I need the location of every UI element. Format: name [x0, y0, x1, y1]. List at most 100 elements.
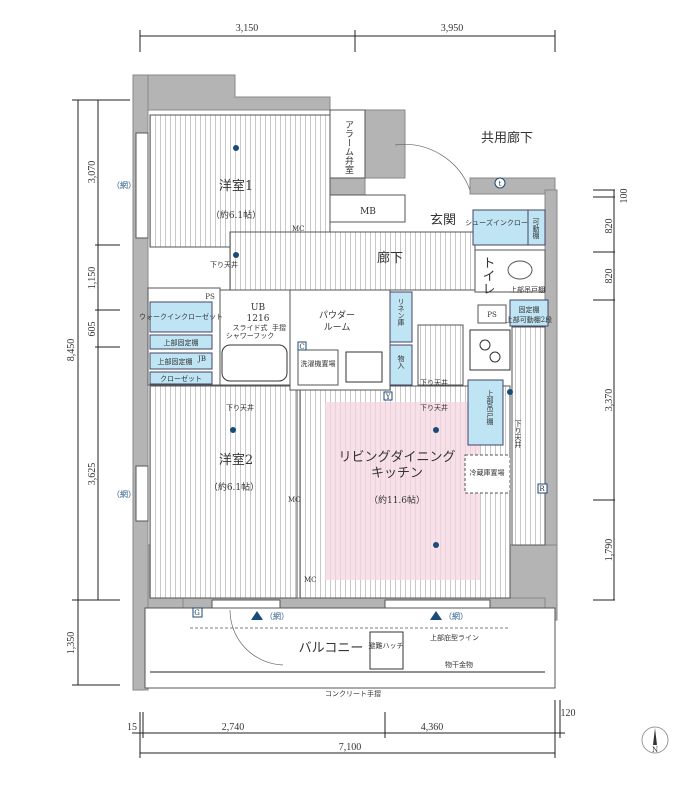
dim-left-4: 3,625 — [87, 463, 98, 486]
t-mark — [494, 177, 506, 189]
toilet-icon — [507, 260, 533, 280]
western1-size: （約6.1帖） — [211, 209, 261, 221]
net-label-1: （網） — [112, 180, 136, 190]
washer-space — [297, 349, 339, 386]
fixed-shelf-note: 上部可動棚2段 — [506, 315, 552, 324]
g-mark-label: G — [194, 609, 200, 617]
shoe-closet-label: シューズインクローク — [465, 218, 535, 227]
dim-left-balcony: 1,350 — [66, 632, 77, 655]
upper-fixed-shelf-label-1: 上部固定棚 — [164, 338, 199, 347]
dimension-left: 8,450 1,350 3,070 1,150 605 3,625 — [66, 99, 130, 686]
handrail-label: 手摺 — [272, 323, 286, 332]
toilet-room — [474, 249, 546, 293]
common-corridor-label: 共用廊下 — [481, 130, 533, 146]
toilet-label: トイレ — [480, 256, 495, 295]
lowered-ceiling-w2: 下り天井 — [226, 403, 254, 412]
western2-name: 洋室2 — [219, 452, 253, 468]
y-mark — [383, 391, 393, 401]
dim-left-3: 605 — [87, 322, 98, 337]
western2-size: （約6.1帖） — [209, 481, 259, 493]
ps-box-right — [477, 304, 507, 324]
window-western2[interactable] — [135, 465, 149, 522]
ps-label-right: PS — [487, 311, 497, 319]
r-mark-label: R — [539, 485, 545, 493]
dim-right-1: 100 — [619, 189, 630, 204]
dim-left-2: 1,150 — [87, 267, 98, 290]
dimension-right: 100 820 820 3,370 1,790 — [593, 189, 630, 601]
lowered-ceiling-kitchen: 下り天井 — [514, 420, 522, 449]
fridge-label: 冷蔵庫置場 — [470, 468, 505, 477]
ub-note-slide: スライド式 — [233, 323, 268, 332]
shoe-closet — [472, 209, 529, 246]
evacuation-hatch[interactable] — [369, 631, 404, 670]
burner-icon — [479, 339, 491, 351]
upper-fixed-shelf-label-2: 上部固定棚 — [158, 357, 193, 366]
powder-room-label-1: パウダー — [319, 309, 355, 321]
toilet-upper-cabinet: 上部吊戸棚 — [510, 285, 545, 294]
dim-right-5: 1,790 — [604, 539, 615, 562]
linen-closet — [389, 291, 413, 343]
evac-hatch-label: 避難ハッチ — [369, 641, 404, 650]
window-western1[interactable] — [135, 132, 149, 239]
kitchen-upper-cabinet-label: 上部吊戸棚 — [486, 389, 494, 426]
dim-right-3: 820 — [604, 269, 615, 284]
closet-label: クローゼット — [160, 374, 202, 383]
balcony-door-swing[interactable] — [229, 609, 284, 666]
dim-top-2: 3,950 — [441, 23, 464, 34]
movable-shelf-label: 可動棚 — [532, 218, 540, 240]
hallway-label: 廊下 — [377, 250, 403, 266]
closet — [149, 371, 213, 385]
entrance-door-swing[interactable] — [394, 144, 471, 191]
drying-hardware-label: 物干金物 — [445, 660, 473, 669]
western1-name: 洋室1 — [219, 178, 253, 194]
ub-size: 1216 — [247, 314, 270, 324]
storage — [389, 344, 413, 386]
room-western-2 — [149, 385, 298, 599]
ps-label-left: PS — [205, 293, 215, 301]
upper-fixed-shelf-1 — [149, 334, 213, 350]
dim-left-1: 3,070 — [87, 161, 98, 184]
r-mark — [537, 483, 548, 494]
balcony-label: バルコニー — [299, 641, 364, 656]
mc-mark-2: MC — [288, 496, 301, 504]
walkin-closet — [149, 301, 213, 333]
mb-label: MB — [360, 207, 376, 217]
kitchen-side — [511, 326, 546, 546]
powder-room-label-2: ルーム — [324, 322, 351, 333]
c-mark-label: C — [299, 343, 304, 351]
net-label-2: （網） — [112, 489, 136, 499]
jb-label: JB — [197, 355, 206, 363]
upper-eave-label: 上部庇型ライン — [430, 633, 479, 642]
mc-mark-3: MC — [304, 576, 317, 584]
linen-label: リネン庫 — [397, 298, 405, 327]
kitchen-sink-counter — [467, 379, 504, 446]
dim-top-1: 3,150 — [236, 23, 259, 34]
net-label-3: （網） — [265, 611, 289, 621]
lowered-ceiling-hall: 下り天井 — [420, 378, 448, 387]
fixed-shelf-label: 固定棚 — [519, 305, 540, 314]
dim-bottom-2: 2,740 — [222, 722, 245, 733]
entrance-label: 玄関 — [430, 213, 456, 228]
sash-western2[interactable] — [211, 599, 281, 609]
mc-mark-1: MC — [292, 225, 305, 233]
stove — [469, 329, 511, 371]
ldk-size: （約11.6帖） — [369, 494, 425, 506]
washer-label: 洗濯機置場 — [301, 359, 336, 368]
alarm-valve-room — [329, 109, 366, 179]
ldk-name-2: キッチン — [371, 466, 423, 481]
balcony — [144, 607, 556, 689]
dim-bottom-3: 4,360 — [421, 722, 444, 733]
net-label-4: （網） — [444, 611, 468, 621]
ldk-name-1: リビングダイニング — [338, 450, 455, 465]
concrete-rail-label: コンクリート手摺 — [325, 689, 381, 698]
storage-label: 物入 — [397, 354, 405, 369]
compass: N — [641, 726, 669, 754]
sash-ldk[interactable] — [384, 599, 491, 609]
mb-box — [329, 194, 406, 223]
bathtub — [221, 344, 288, 382]
fixed-shelf — [509, 299, 549, 327]
ub-label: UB — [251, 303, 266, 313]
dim-right-4: 3,370 — [604, 389, 615, 412]
dim-bottom-1: 15 — [127, 722, 137, 733]
